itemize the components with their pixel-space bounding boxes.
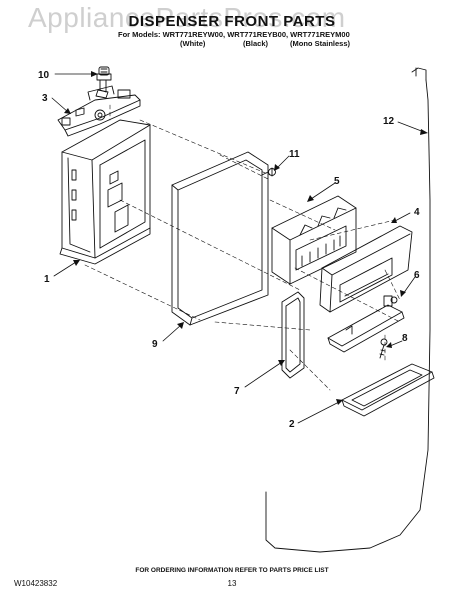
callout-11: 11 xyxy=(289,149,300,160)
part-8-screw xyxy=(379,338,388,359)
document-number: W10423832 xyxy=(14,579,58,588)
part-3-bracket xyxy=(57,85,141,137)
leader-arrowheads xyxy=(64,71,428,405)
models-prefix: For Models: xyxy=(118,30,161,39)
part-9-gasket xyxy=(171,151,269,326)
model-number: WRT771REYB00, xyxy=(227,30,289,39)
callout-12: 12 xyxy=(383,116,395,127)
model-color: (White) xyxy=(180,39,206,48)
part-6-bracket xyxy=(327,295,405,353)
part-2-drip-tray xyxy=(341,363,435,417)
ordering-note: FOR ORDERING INFORMATION REFER TO PARTS … xyxy=(135,567,329,574)
part-12-water-tube xyxy=(265,67,431,553)
callout-4: 4 xyxy=(414,207,420,218)
part-11-screw xyxy=(261,167,276,177)
callout-9: 9 xyxy=(152,339,158,350)
leader-lines xyxy=(51,73,425,424)
part-4-facade xyxy=(319,225,413,313)
page-number: 13 xyxy=(227,579,237,588)
callout-10: 10 xyxy=(38,70,50,81)
page-title: DISPENSER FRONT PARTS xyxy=(128,13,336,30)
callout-numbers: 10 3 11 5 4 12 1 6 9 8 7 2 xyxy=(38,70,420,430)
part-5-control-board xyxy=(271,195,357,285)
model-list: For Models: WRT771REYW00, WRT771REYB00, … xyxy=(118,30,350,39)
callout-6: 6 xyxy=(414,270,420,281)
callout-5: 5 xyxy=(334,176,340,187)
callout-1: 1 xyxy=(44,274,50,285)
callout-8: 8 xyxy=(402,333,408,344)
callout-7: 7 xyxy=(234,386,240,397)
part-10-water-fitting xyxy=(95,66,112,99)
callout-3: 3 xyxy=(42,93,48,104)
model-color: (Black) xyxy=(243,39,269,48)
model-number: WRT771REYM00 xyxy=(290,30,350,39)
part-7-lens xyxy=(281,291,305,379)
part-1-housing xyxy=(59,119,151,265)
watermark: AppliancePartsPros.com xyxy=(28,2,346,33)
model-number: WRT771REYW00, xyxy=(162,30,226,39)
callout-2: 2 xyxy=(289,419,295,430)
model-color: (Mono Stainless) xyxy=(290,39,351,48)
